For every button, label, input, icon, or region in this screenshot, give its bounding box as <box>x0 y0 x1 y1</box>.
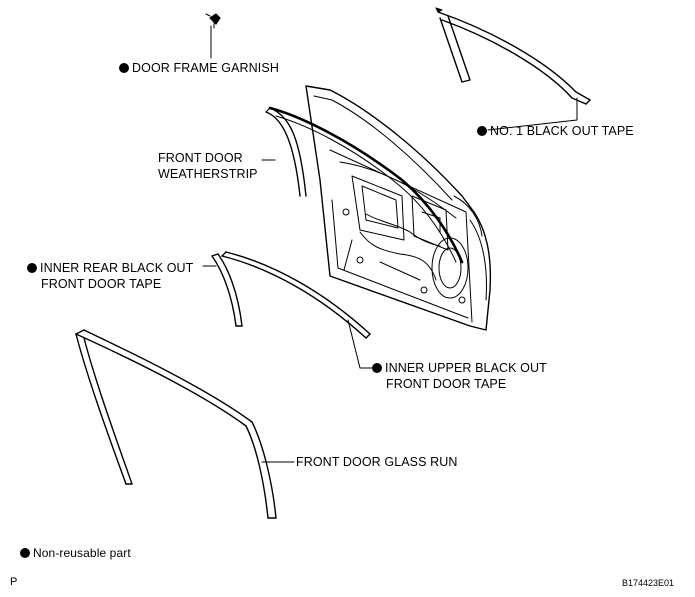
non-reusable-dot-icon <box>20 548 30 558</box>
corner-letter: P <box>10 576 18 588</box>
inner-upper-tape-part <box>221 251 375 369</box>
inner-rear-tape-part <box>202 253 243 327</box>
black-out-tape-part <box>435 7 591 131</box>
figure-code: B174423E01 <box>622 578 675 588</box>
front-door-weatherstrip-part <box>261 106 464 264</box>
door-frame-garnish-part <box>205 13 221 59</box>
label-front-door-glass-run: FRONT DOOR GLASS RUN <box>296 455 458 469</box>
label-door-frame-garnish: DOOR FRAME GARNISH <box>119 60 279 76</box>
label-inner-upper-tape: INNER UPPER BLACK OUT FRONT DOOR TAPE <box>372 360 547 392</box>
front-door-glass-run-part <box>75 329 295 519</box>
non-reusable-dot-icon <box>372 363 382 373</box>
label-black-out-tape: NO. 1 BLACK OUT TAPE <box>477 123 634 139</box>
label-front-door-weatherstrip: FRONT DOOR WEATHERSTRIP <box>158 151 258 181</box>
label-inner-rear-tape: INNER REAR BLACK OUT FRONT DOOR TAPE <box>27 260 193 292</box>
legend-non-reusable: Non-reusable part <box>20 545 131 561</box>
non-reusable-dot-icon <box>27 263 37 273</box>
door-panel-part <box>305 85 492 331</box>
non-reusable-dot-icon <box>119 63 129 73</box>
non-reusable-dot-icon <box>477 126 487 136</box>
